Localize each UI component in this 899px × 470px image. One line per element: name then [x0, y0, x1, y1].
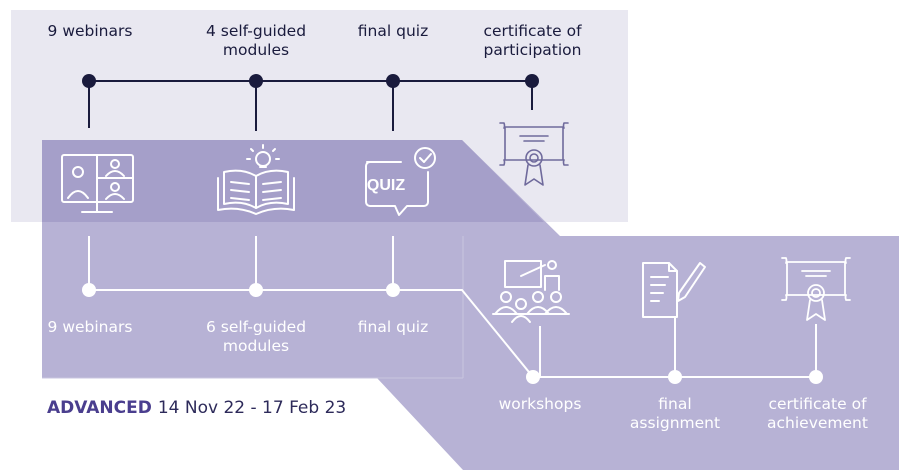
basic-node-modules: [249, 74, 263, 88]
advanced-node-certificate: [809, 370, 823, 384]
track-level-label: ADVANCED: [47, 398, 152, 418]
workshop-presentation-icon: [492, 260, 570, 323]
track-dates: 14 Nov 22 - 17 Feb 23: [157, 398, 347, 418]
open-book-lightbulb-icon: [217, 144, 295, 215]
certificate-icon: [499, 122, 569, 186]
document-pen-icon: [642, 262, 706, 318]
basic-node-webinars: [82, 74, 96, 88]
quiz-speech-bubble-icon: QUIZ: [365, 147, 436, 216]
advanced-label-webinars: 9 webinars: [47, 318, 133, 336]
advanced-node-assignment: [668, 370, 682, 384]
advanced-track-panel: [42, 140, 899, 470]
basic-label-quiz: final quiz: [357, 22, 429, 40]
advanced-label-certificate: certificate of achievement: [767, 395, 868, 432]
advanced-node-modules: [249, 283, 263, 297]
advanced-label-assignment: final assignment: [629, 395, 721, 432]
basic-label-modules: 4 self-guided modules: [205, 22, 307, 59]
advanced-node-quiz: [386, 283, 400, 297]
advanced-node-workshops: [526, 370, 540, 384]
svg-text:QUIZ: QUIZ: [367, 177, 405, 194]
advanced-label-modules: 6 self-guided modules: [205, 318, 307, 355]
video-conference-icon: [61, 154, 134, 213]
advanced-node-webinars: [82, 283, 96, 297]
certificate-achievement-icon: [781, 257, 851, 321]
basic-node-certificate: [525, 74, 539, 88]
advanced-label-quiz: final quiz: [357, 318, 429, 336]
advanced-label-workshops: workshops: [498, 395, 582, 413]
basic-node-quiz: [386, 74, 400, 88]
basic-label-certificate: certificate of participation: [483, 22, 582, 59]
basic-label-webinars: 9 webinars: [47, 22, 133, 40]
